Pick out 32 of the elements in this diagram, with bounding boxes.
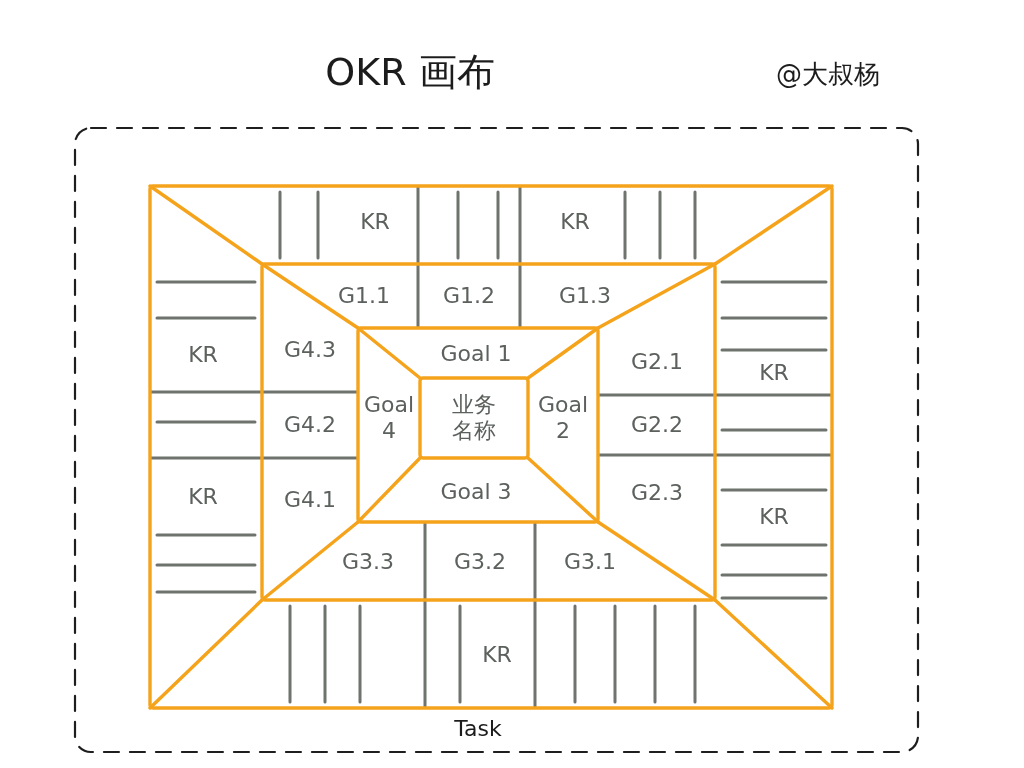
kr-label: KR [560, 208, 590, 236]
goal-label: Goal 3 [440, 478, 512, 506]
sub-goal-label: G2.3 [631, 479, 683, 507]
sub-goal-label: G4.1 [284, 486, 336, 514]
sub-goal-label: G4.3 [284, 336, 336, 364]
kr-label: KR [360, 208, 390, 236]
sub-goal-label: G1.3 [559, 282, 611, 310]
kr-label: KR [759, 359, 789, 387]
sub-goal-label: G1.1 [338, 282, 390, 310]
kr-label: KR [759, 503, 789, 531]
goal-label: Goal 4 [362, 391, 416, 445]
sub-goal-label: G2.1 [631, 348, 683, 376]
center-panel [417, 375, 531, 461]
dashed-frame [72, 125, 921, 755]
key-result-ring [147, 183, 835, 711]
author-handle: @大叔杨 [776, 57, 880, 91]
sub-goal-label: G3.2 [454, 548, 506, 576]
sub-goal-label: G1.2 [443, 282, 495, 310]
sub-goal-ring [259, 261, 718, 603]
diagram-title: OKR 画布 [325, 48, 495, 96]
ring-label: Task [454, 715, 502, 743]
sub-goal-label: G2.2 [631, 411, 683, 439]
sub-goal-label: G3.3 [342, 548, 394, 576]
goal-label: Goal 1 [440, 340, 512, 368]
business-name-label: 业务名称 [451, 391, 497, 445]
kr-label: KR [188, 483, 218, 511]
goal-label: Goal 2 [536, 391, 590, 445]
sub-goal-label: G3.1 [564, 548, 616, 576]
kr-label: KR [482, 641, 512, 669]
sub-goal-label: G4.2 [284, 411, 336, 439]
kr-label: KR [188, 341, 218, 369]
goal-ring [355, 325, 601, 525]
